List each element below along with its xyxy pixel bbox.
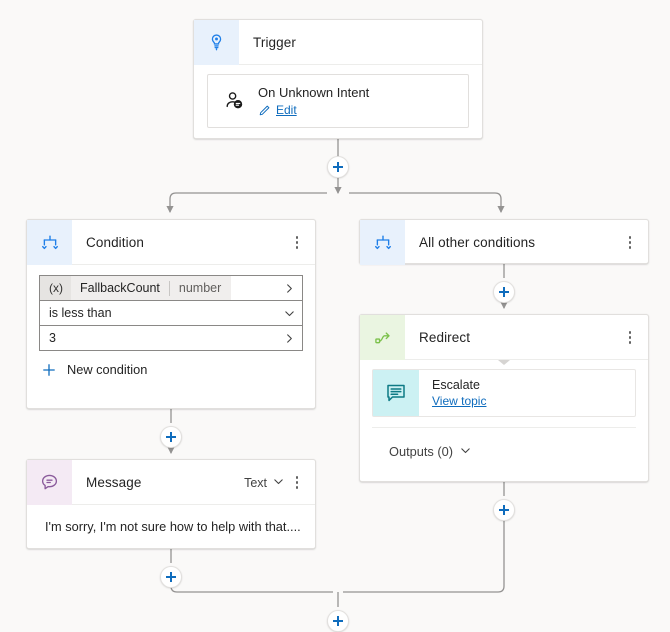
redirect-arrow-icon bbox=[360, 315, 405, 360]
redirect-title: Redirect bbox=[419, 330, 471, 345]
chevron-right-icon[interactable] bbox=[277, 333, 302, 344]
node-trigger[interactable]: Trigger On Unknown Intent bbox=[193, 19, 483, 139]
variable-name: FallbackCount bbox=[80, 281, 160, 295]
condition-variable-field[interactable]: (x) FallbackCount number bbox=[39, 275, 303, 301]
message-type-label: Text bbox=[244, 475, 267, 490]
header-divider bbox=[405, 359, 648, 360]
trigger-header: Trigger bbox=[194, 20, 482, 65]
message-header-actions: Text bbox=[244, 472, 315, 494]
intent-text-block: On Unknown Intent Edit bbox=[258, 85, 369, 117]
chevron-down-icon bbox=[273, 476, 284, 490]
header-divider bbox=[72, 504, 315, 505]
trigger-body: On Unknown Intent Edit bbox=[194, 65, 482, 141]
topic-speech-bubble-icon bbox=[373, 370, 419, 416]
message-type-dropdown[interactable]: Text bbox=[244, 476, 284, 490]
trigger-title: Trigger bbox=[253, 35, 296, 50]
add-node-after-redirect[interactable] bbox=[493, 499, 515, 521]
chevron-down-icon[interactable] bbox=[277, 308, 302, 319]
variable-prefix: (x) bbox=[40, 276, 71, 300]
header-divider bbox=[239, 64, 482, 65]
add-node-after-message[interactable] bbox=[160, 566, 182, 588]
redirect-header: Redirect bbox=[360, 315, 648, 365]
all-other-conditions-header: All other conditions bbox=[360, 220, 648, 265]
intent-edit-row[interactable]: Edit bbox=[258, 103, 369, 117]
redirect-header-actions bbox=[621, 327, 648, 349]
message-bubble-icon bbox=[27, 460, 72, 505]
branch-icon bbox=[360, 220, 405, 265]
condition-header: Condition bbox=[27, 220, 315, 265]
add-node-after-condition[interactable] bbox=[160, 426, 182, 448]
message-body-text[interactable]: I'm sorry, I'm not sure how to help with… bbox=[45, 519, 301, 534]
topic-card[interactable]: Escalate View topic bbox=[372, 369, 636, 417]
outputs-toggle[interactable]: Outputs (0) bbox=[372, 427, 636, 474]
header-divider bbox=[72, 264, 315, 265]
condition-header-actions bbox=[288, 232, 315, 254]
branch-icon bbox=[27, 220, 72, 265]
variable-chip: (x) FallbackCount number bbox=[40, 276, 232, 300]
add-node-after-merge[interactable] bbox=[327, 610, 349, 632]
node-redirect[interactable]: Redirect Escalate View topic bbox=[359, 314, 649, 482]
add-node-after-all-other-conditions[interactable] bbox=[493, 281, 515, 303]
topic-text-block: Escalate View topic bbox=[419, 370, 486, 416]
kebab-menu-icon[interactable] bbox=[288, 232, 306, 254]
intent-title: On Unknown Intent bbox=[258, 85, 370, 100]
chevron-down-icon bbox=[460, 444, 471, 459]
condition-title: Condition bbox=[86, 235, 144, 250]
all-other-conditions-header-actions bbox=[621, 232, 648, 254]
chevron-right-icon[interactable] bbox=[277, 283, 302, 294]
trigger-lightbulb-icon bbox=[194, 20, 239, 65]
topic-name: Escalate bbox=[432, 378, 480, 392]
plus-icon bbox=[42, 363, 56, 377]
edit-link[interactable]: Edit bbox=[276, 103, 297, 117]
kebab-menu-icon[interactable] bbox=[288, 472, 306, 494]
add-node-after-trigger[interactable] bbox=[327, 156, 349, 178]
all-other-conditions-title: All other conditions bbox=[419, 235, 536, 250]
condition-value-field[interactable]: 3 bbox=[39, 325, 303, 351]
redirect-body: Escalate View topic Outputs (0) bbox=[360, 360, 648, 474]
condition-operator-field[interactable]: is less than bbox=[39, 300, 303, 326]
new-condition-label: New condition bbox=[67, 362, 148, 377]
node-message[interactable]: Message Text I'm sorry, I'm not sure how… bbox=[26, 459, 316, 549]
kebab-menu-icon[interactable] bbox=[621, 232, 639, 254]
outputs-label: Outputs (0) bbox=[389, 443, 454, 459]
view-topic-link[interactable]: View topic bbox=[432, 394, 487, 408]
kebab-menu-icon[interactable] bbox=[621, 327, 639, 349]
operator-value: is less than bbox=[49, 306, 112, 320]
condition-body: (x) FallbackCount number is less than 3 bbox=[27, 265, 315, 387]
user-speech-bubble-icon bbox=[212, 89, 258, 113]
condition-value: 3 bbox=[49, 331, 56, 345]
message-title: Message bbox=[86, 475, 142, 490]
node-condition[interactable]: Condition (x) FallbackCount number is le… bbox=[26, 219, 316, 409]
new-condition-button[interactable]: New condition bbox=[39, 350, 303, 377]
intent-card[interactable]: On Unknown Intent Edit bbox=[207, 74, 469, 128]
node-all-other-conditions[interactable]: All other conditions bbox=[359, 219, 649, 265]
variable-type: number bbox=[178, 281, 222, 295]
message-header: Message Text bbox=[27, 460, 315, 505]
chip-divider bbox=[168, 280, 170, 296]
pencil-icon bbox=[259, 105, 270, 115]
header-notch bbox=[498, 360, 510, 365]
